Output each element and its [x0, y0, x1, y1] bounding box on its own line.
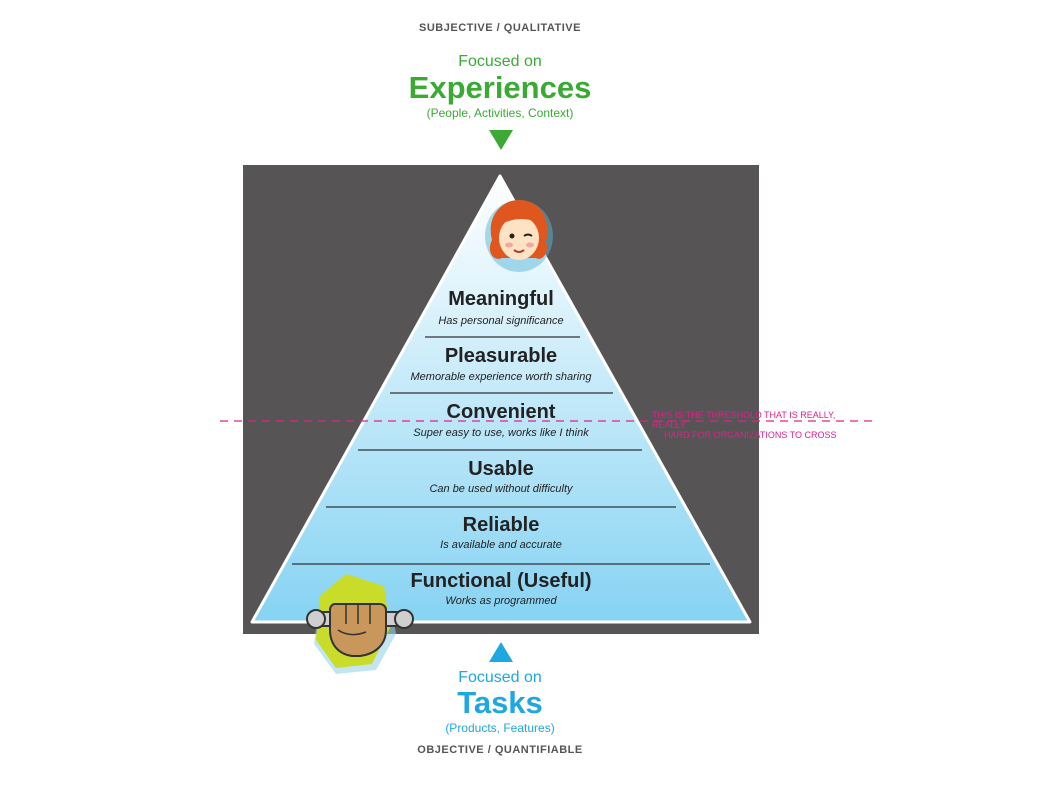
focused-on-top: Focused on: [458, 53, 542, 70]
threshold-note: THIS IS THE THRESHOLD THAT IS REALLY, RE…: [652, 410, 852, 440]
threshold-note-line1: THIS IS THE THRESHOLD THAT IS REALLY, RE…: [652, 410, 836, 430]
pyramid: [250, 174, 752, 624]
focus-experiences: Experiences: [408, 70, 592, 105]
level-convenient-desc: Super easy to use, works like I think: [413, 427, 589, 439]
focus-detail-bottom: (Products, Features): [445, 721, 555, 735]
level-usable-desc: Can be used without difficulty: [429, 483, 573, 495]
level-pleasurable-desc: Memorable experience worth sharing: [410, 371, 592, 383]
arrow-down-icon: [489, 130, 513, 150]
axis-label-bottom: OBJECTIVE / QUANTIFIABLE: [417, 744, 583, 756]
level-functional-title: Functional (Useful): [410, 570, 592, 592]
level-meaningful-desc: Has personal significance: [438, 315, 564, 327]
arrow-up-icon: [489, 642, 513, 662]
level-reliable-desc: Is available and accurate: [440, 539, 562, 551]
level-reliable-title: Reliable: [462, 514, 540, 536]
axis-label-top: SUBJECTIVE / QUALITATIVE: [419, 22, 581, 34]
focused-on-bottom: Focused on: [458, 669, 542, 686]
girl-face-icon: [485, 200, 553, 272]
level-functional-desc: Works as programmed: [445, 595, 557, 607]
level-pleasurable-title: Pleasurable: [444, 345, 558, 367]
focus-detail-top: (People, Activities, Context): [426, 106, 574, 120]
threshold-note-line2: HARD FOR ORGANIZATIONS TO CROSS: [664, 430, 837, 440]
focus-tasks: Tasks: [457, 685, 543, 720]
fist-wrench-icon: [306, 574, 414, 674]
level-usable-title: Usable: [468, 458, 534, 480]
level-meaningful-title: Meaningful: [448, 288, 554, 310]
level-convenient-title: Convenient: [446, 401, 556, 423]
